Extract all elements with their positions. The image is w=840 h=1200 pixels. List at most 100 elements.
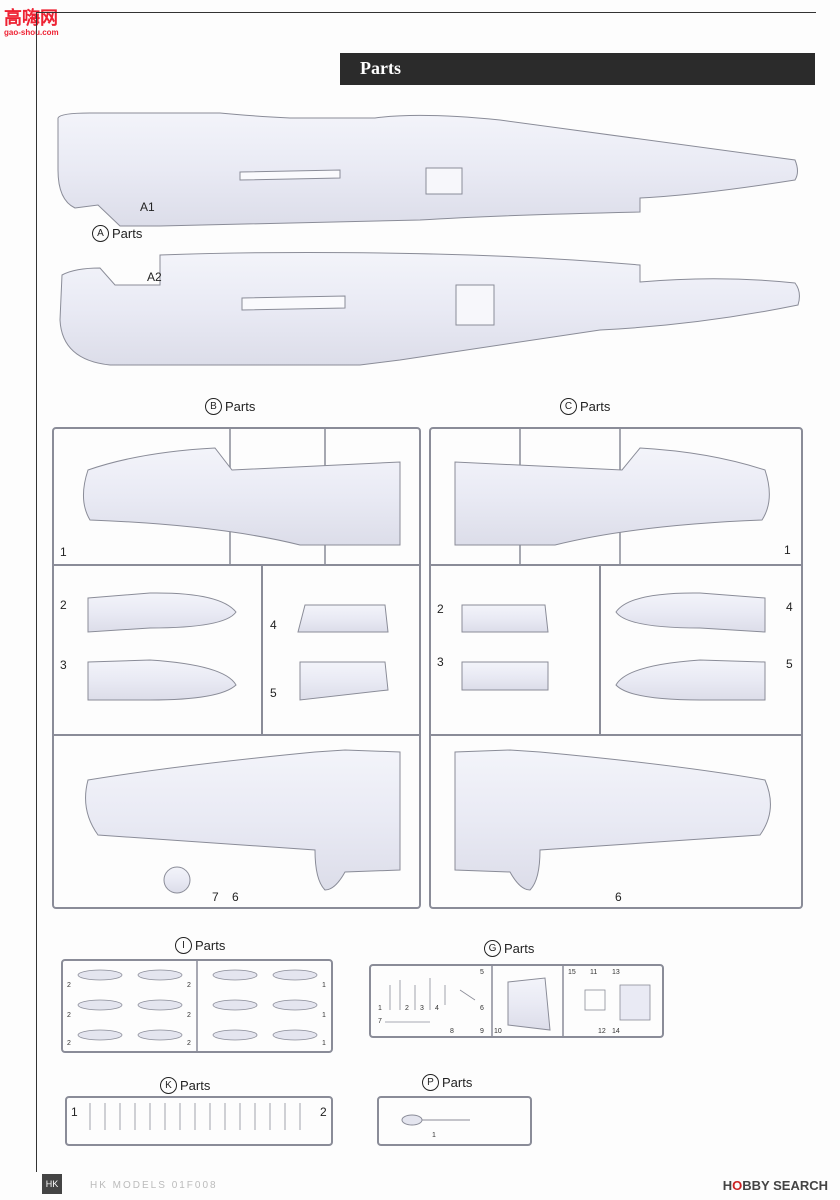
sprue-g-num-14: 14 <box>612 1028 620 1035</box>
sprue-p-title: P Parts <box>422 1074 472 1091</box>
sprue-i-label: Parts <box>195 938 226 953</box>
sprue-g-num-4: 4 <box>435 1005 439 1012</box>
sprue-p-label: Parts <box>442 1075 473 1090</box>
sprue-b-num-3: 3 <box>60 658 67 672</box>
sprue-p-num-1: 1 <box>432 1132 436 1139</box>
source-h: H <box>722 1178 733 1193</box>
footer-logo: HK <box>42 1174 62 1194</box>
sprue-g-num-9: 9 <box>480 1028 484 1035</box>
sprue-i-num: 2 <box>187 1040 191 1047</box>
footer-brand-name: HK MODELS <box>90 1180 167 1191</box>
sprue-i-num: 1 <box>322 982 326 989</box>
sprue-c-num-5: 5 <box>786 657 793 671</box>
sprue-c-wing-upper <box>454 447 770 546</box>
sprue-k-num-1: 1 <box>71 1105 78 1119</box>
sprue-g-num-12: 12 <box>598 1028 606 1035</box>
page-title: Parts <box>360 58 401 78</box>
sprue-b-flap-4 <box>297 604 389 633</box>
fuselage-a2 <box>59 252 800 366</box>
sprue-g-num-6: 6 <box>480 1005 484 1012</box>
sprue-g-frame <box>369 964 664 1038</box>
sprue-b-part-7 <box>163 866 191 894</box>
sprue-p-circle: P <box>422 1074 439 1091</box>
sprue-i-num: 1 <box>322 1012 326 1019</box>
sprue-b-flap-5 <box>299 661 389 701</box>
sprue-p-frame <box>377 1096 532 1146</box>
sprue-g-small-parts <box>385 978 651 1023</box>
sprue-b-wing-lower <box>85 749 401 891</box>
sprue-i-title: I Parts <box>175 937 225 954</box>
sprue-g-num-13: 13 <box>612 969 620 976</box>
sprue-a-circle: A <box>92 225 109 242</box>
sprue-c-title: C Parts <box>560 398 610 415</box>
sprue-k-parts <box>89 1103 301 1130</box>
sprue-a-label: Parts <box>112 226 143 241</box>
sprue-k-num-2: 2 <box>320 1105 327 1119</box>
sprue-b-nacelle-3 <box>87 659 237 701</box>
header-banner: Parts <box>340 53 815 85</box>
sprue-b-circle: B <box>205 398 222 415</box>
sprue-g-circle: G <box>484 940 501 957</box>
sprue-b-num-6: 6 <box>232 890 239 904</box>
sprue-c-flap-2 <box>461 604 549 633</box>
sprue-c-nacelle-4 <box>615 592 766 633</box>
sprue-g-num-11: 11 <box>590 969 598 976</box>
sprue-g-title: G Parts <box>484 940 534 957</box>
source-rest: BBY SEARCH <box>742 1178 828 1193</box>
watermark-logo: 高 <box>4 8 22 29</box>
sprue-c-frame <box>429 427 803 909</box>
sprue-c-flap-3 <box>461 661 549 691</box>
watermark-site: 嗨网 <box>22 8 58 29</box>
fuselage-a2-window <box>455 284 495 326</box>
footer-code: 01F008 <box>171 1180 218 1191</box>
sprue-i-num: 2 <box>187 982 191 989</box>
sprue-i-bombs <box>77 969 318 1041</box>
sprue-c-num-6: 6 <box>615 890 622 904</box>
fuselage-a1-window <box>425 167 463 195</box>
sprue-b-wing-upper <box>83 447 401 546</box>
sprue-g-cowling <box>507 977 551 1031</box>
sprue-b-label: Parts <box>225 399 256 414</box>
sprue-g-num-5: 5 <box>480 969 484 976</box>
fuselage-a2-detail <box>241 295 346 311</box>
sprue-c-circle: C <box>560 398 577 415</box>
sprue-k-frame <box>65 1096 333 1146</box>
watermark: 高嗨网 gao-shou.com <box>4 4 59 37</box>
sprue-g-num-8: 8 <box>450 1028 454 1035</box>
sprue-b-num-7: 7 <box>212 890 219 904</box>
source-o: O <box>732 1178 743 1193</box>
sprue-c-num-4: 4 <box>786 600 793 614</box>
sprue-i-num: 2 <box>187 1012 191 1019</box>
watermark-url: gao-shou.com <box>4 28 59 37</box>
sprue-k-title: K Parts <box>160 1077 210 1094</box>
sprue-g-num-2: 2 <box>405 1005 409 1012</box>
sprue-c-num-3: 3 <box>437 655 444 669</box>
sprue-i-num: 2 <box>67 982 71 989</box>
sprue-b-num-5: 5 <box>270 686 277 700</box>
sprue-i-num: 2 <box>67 1040 71 1047</box>
footer-brand: HK MODELS 01F008 <box>90 1180 218 1191</box>
sprue-b-title: B Parts <box>205 398 255 415</box>
frame-left <box>36 12 37 1172</box>
sprue-g-num-10: 10 <box>494 1028 502 1035</box>
source-watermark: HOBBY SEARCH <box>723 1178 828 1193</box>
sprue-g-num-1: 1 <box>378 1005 382 1012</box>
sprue-i-num: 1 <box>322 1040 326 1047</box>
sprue-b-nacelle-2 <box>87 592 237 633</box>
sprue-c-num-2: 2 <box>437 602 444 616</box>
sprue-g-label: Parts <box>504 941 535 956</box>
sprue-b-num-1: 1 <box>60 545 67 559</box>
sprue-b-frame <box>52 427 421 909</box>
part-label-a2: A2 <box>147 270 162 284</box>
sprue-g-num-15: 15 <box>568 969 576 976</box>
sprue-b-num-4: 4 <box>270 618 277 632</box>
frame-top <box>36 12 816 13</box>
sprue-a-title: A Parts <box>92 225 142 242</box>
sprue-c-label: Parts <box>580 399 611 414</box>
sprue-k-label: Parts <box>180 1078 211 1093</box>
sprue-g-num-3: 3 <box>420 1005 424 1012</box>
sprue-c-nacelle-5 <box>615 659 766 701</box>
part-label-a1: A1 <box>140 200 155 214</box>
sprue-i-num: 2 <box>67 1012 71 1019</box>
fuselage-a1-detail <box>239 169 341 181</box>
